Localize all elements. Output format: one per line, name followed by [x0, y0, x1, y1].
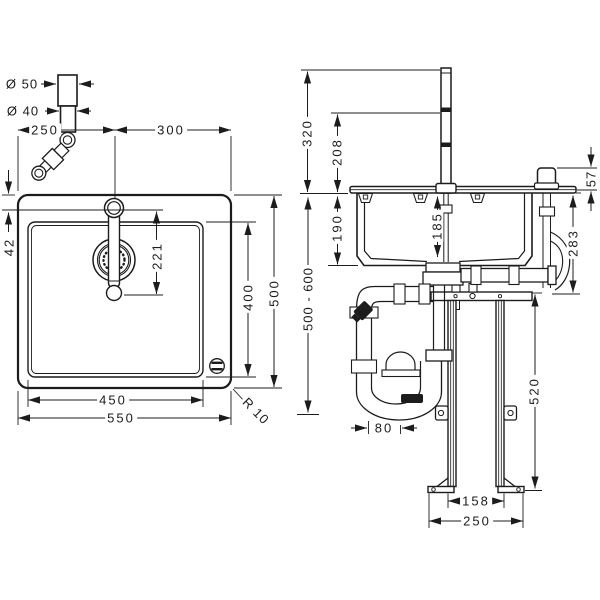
dim-label-bowl-front-to-back: 400 [240, 281, 256, 313]
dim-label-sink-front-to-back: 500 [266, 277, 282, 309]
faucet-plan [103, 197, 125, 302]
dim-label-trap-offset: 80 [372, 420, 396, 436]
dim-label-bowl-outer-depth: 190 [329, 212, 345, 244]
faucet-spout-side [435, 67, 457, 262]
dim-label-tailpiece-diameter: Ø 50 [3, 76, 41, 92]
dim-label-counter-height-range: 500 - 600 [300, 265, 316, 333]
dim-label-spout-top-height: 320 [299, 117, 315, 149]
drain-and-trap [349, 262, 557, 421]
dim-label-bowl-inner-depth: 185 [429, 210, 445, 242]
dim-label-edge-to-tap-axis: 42 [1, 235, 17, 259]
dim-label-bowl-width: 450 [97, 392, 129, 408]
sink-side-view [297, 67, 597, 528]
dim-label-connection-drop: 283 [565, 227, 581, 259]
mounting-frame [427, 282, 533, 494]
dim-label-control-unit-height: 57 [583, 168, 599, 190]
dim-label-frame-inner-width: 158 [460, 493, 492, 509]
overflow-plan [209, 358, 225, 374]
dim-label-tap-axis-to-lever-end: 221 [149, 240, 165, 272]
dim-label-frame-height: 520 [526, 375, 542, 407]
dim-label-frame-outer-width: 250 [461, 513, 493, 529]
dim-label-tap-offset-right: 300 [155, 122, 187, 138]
dim-label-pipe-diameter: Ø 40 [4, 103, 42, 119]
dim-label-spout-outlet-height: 208 [329, 136, 345, 168]
dim-label-sink-width: 550 [105, 410, 137, 426]
bowl-side [356, 192, 533, 267]
control-unit-side [533, 167, 571, 291]
dim-label-tap-offset-left: 250 [29, 122, 61, 138]
